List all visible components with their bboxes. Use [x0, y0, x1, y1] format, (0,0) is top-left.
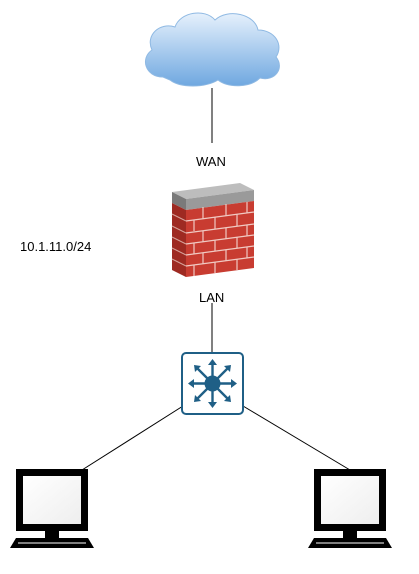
wan-label: WAN	[196, 154, 226, 169]
cloud-icon	[144, 12, 280, 87]
lan-label: LAN	[199, 290, 225, 305]
firewall-icon	[171, 183, 255, 277]
link-switch-right-workstation	[242, 405, 351, 471]
switch-icon	[181, 352, 244, 415]
link-switch-left-workstation	[81, 405, 184, 471]
subnet-label: 10.1.11.0/24	[20, 239, 92, 254]
computer-icon	[10, 469, 94, 548]
computer-icon	[308, 469, 392, 548]
